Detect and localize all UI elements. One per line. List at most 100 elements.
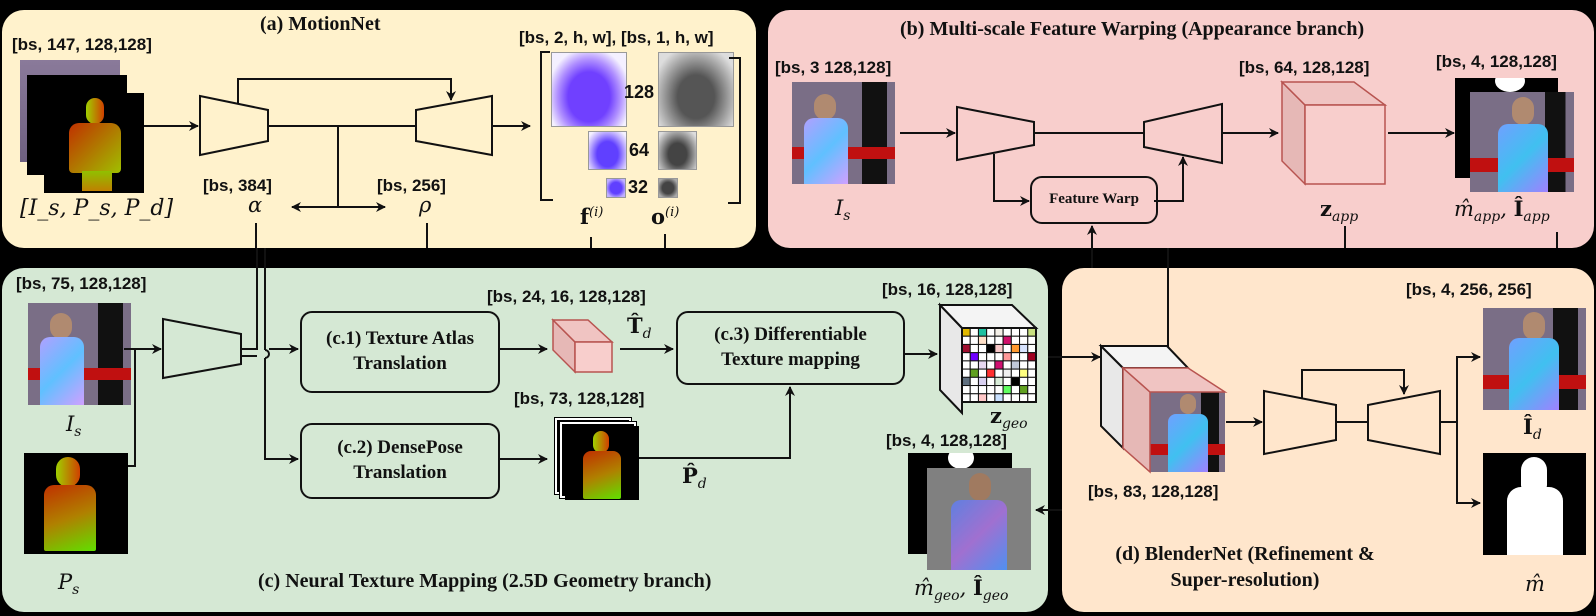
occlusion-superscript: (i) (665, 205, 680, 220)
alpha-dim: [bs, 384] (203, 176, 272, 195)
texture-encoder (162, 317, 242, 380)
is-sub: s (843, 208, 851, 225)
flow-symbol: f (580, 204, 590, 229)
texture-grid-cell (961, 393, 971, 403)
source-densepose-label: Ps (58, 570, 79, 598)
texture-grid-cell (986, 393, 996, 403)
warping-source-label: Is (835, 196, 850, 224)
texture-grid-cell (1027, 327, 1037, 337)
blender-input-dim: [bs, 83, 128,128] (1088, 482, 1219, 501)
blendernet-title-line1: (d) BlenderNet (Refinement & (1115, 543, 1375, 565)
geometry-output-image (927, 468, 1031, 570)
motionnet-input-label: [I_s, P_s, P_d] (20, 196, 174, 221)
texture-grid-cell (1002, 385, 1012, 395)
appearance-output-dim: [bs, 4, 128,128] (1436, 52, 1557, 71)
blender-decoder (1367, 389, 1441, 456)
texture-grid-cell (977, 368, 988, 378)
i-app-sub: app (1523, 209, 1550, 226)
i-app-symbol: Î (1513, 196, 1524, 221)
occlusion-map-128 (658, 52, 734, 127)
texture-grid-cell (1027, 376, 1037, 387)
texture-grid-cell (1019, 327, 1029, 337)
texture-grid-cell (969, 368, 979, 378)
texture-grid-cell (994, 335, 1004, 345)
texture-grid-cell (1019, 376, 1029, 387)
texture-grid-cell (994, 376, 1004, 387)
texture-source-image (28, 303, 131, 405)
texture-grid-cell (994, 343, 1004, 354)
texture-grid-cell (969, 335, 979, 345)
texture-grid-cell (1002, 335, 1012, 345)
t-symbol: T̂ (627, 313, 643, 338)
c1-line2: Translation (353, 353, 447, 374)
atlas-dim: [bs, 24, 16, 128,128] (487, 287, 646, 306)
texture-is-symbol: I (66, 412, 75, 436)
texture-mapping-title: (c) Neural Texture Mapping (2.5D Geometr… (258, 570, 712, 592)
m-geo-symbol: m̂ (914, 576, 934, 600)
warping-encoder (956, 105, 1035, 162)
densepose-input-image (44, 93, 144, 193)
texture-grid-cell (1027, 352, 1037, 362)
texture-source-label: Is (66, 412, 81, 440)
blendernet-title: (d) BlenderNet (Refinement & Super-resol… (1100, 541, 1390, 593)
feature-warp-block: Feature Warp (1030, 176, 1158, 224)
texture-grid-cell (977, 335, 988, 345)
geometry-output-label: m̂geo, Îgeo (914, 575, 1009, 605)
texture-grid-cell (1010, 360, 1021, 370)
texture-grid-cell (994, 368, 1004, 378)
texture-grid-cell (1027, 360, 1037, 370)
texture-grid-cell (1010, 393, 1021, 403)
texture-grid-cell (977, 343, 988, 354)
texture-grid-cell (986, 360, 996, 370)
motionnet-decoder (415, 94, 493, 157)
final-mask-image (1483, 453, 1586, 555)
flow-map-64 (588, 131, 627, 170)
occlusion-map-32 (658, 178, 678, 198)
m-geo-sub: geo (933, 588, 960, 605)
texture-grid-cell (977, 393, 988, 403)
i-geo-symbol: Î (972, 575, 983, 600)
texture-grid-cell (1019, 343, 1029, 354)
texture-grid-cell (969, 327, 979, 337)
scale-64: 64 (629, 140, 650, 160)
z-app-dim: [bs, 64, 128,128] (1239, 58, 1370, 77)
m-app-sub: app (1473, 209, 1501, 226)
occlusion-map-64 (658, 131, 697, 170)
warping-decoder (1143, 102, 1223, 165)
c2-line2: Translation (353, 462, 447, 483)
rho-dim: [bs, 256] (377, 176, 446, 195)
zgeo-texture-grid (961, 327, 1037, 403)
zgeo-sub: geo (1001, 416, 1028, 433)
texture-grid-cell (1002, 360, 1012, 370)
texture-grid-cell (1010, 376, 1021, 387)
scale-128: 128 (624, 82, 655, 102)
final-mask-label: m̂ (1525, 572, 1545, 596)
final-output-image (1483, 308, 1586, 410)
texture-grid-cell (1027, 335, 1037, 345)
texture-grid-cell (977, 352, 988, 362)
texture-grid-cell (994, 352, 1004, 362)
predicted-densepose-image (565, 426, 639, 500)
texture-grid-cell (961, 376, 971, 387)
final-output-label: Îd (1523, 414, 1542, 443)
texture-grid-cell (1010, 335, 1021, 345)
texture-grid-cell (1002, 327, 1012, 337)
c3-line1: (c.3) Differentiable (714, 324, 867, 346)
texture-grid-cell (1019, 335, 1029, 345)
id-sub: d (1532, 427, 1542, 444)
texture-grid-cell (1002, 352, 1012, 362)
texture-grid-cell (1010, 327, 1021, 337)
flow-map-128 (551, 52, 627, 127)
flow-superscript: (i) (589, 205, 604, 220)
geometry-output-dim: [bs, 4, 128,128] (886, 431, 1007, 450)
texture-grid-cell (977, 327, 988, 337)
texture-grid-cell (969, 343, 979, 354)
m-app-symbol: m̂ (1454, 197, 1474, 221)
texture-grid-cell (1010, 368, 1021, 378)
texture-grid-cell (1027, 343, 1037, 354)
blender-encoder (1263, 389, 1337, 456)
appearance-output-image (1470, 92, 1574, 192)
